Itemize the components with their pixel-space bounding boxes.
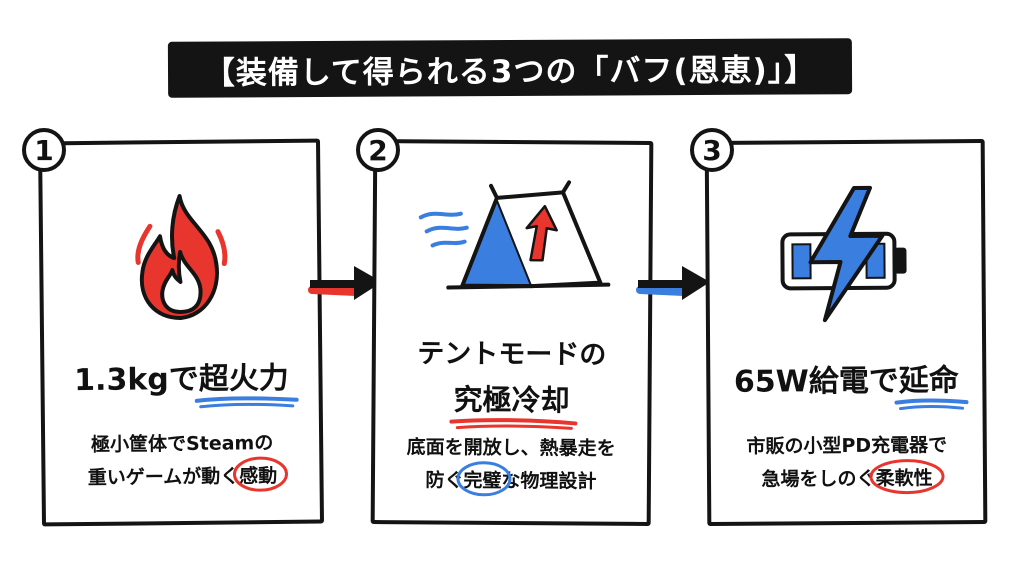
- headline: 1.3kgで超火力: [44, 353, 318, 409]
- arrow-right-icon: [306, 258, 386, 312]
- description-line: 急場をしのぐ: [761, 467, 876, 491]
- card-fire-power: 1.3kgで超火力 極小筐体でSteamの 重いゲームが動く感動: [37, 138, 325, 527]
- description-line: な物理設計: [501, 469, 597, 493]
- circle-mark: [869, 459, 945, 495]
- underline-mark: [449, 418, 578, 430]
- headline-emphasis: 延命: [898, 363, 959, 399]
- battery-bolt-icon: [709, 183, 982, 325]
- headline-text: 65W給電で: [733, 363, 899, 400]
- number-badge-1: 1: [22, 128, 66, 172]
- flame-icon: [43, 191, 318, 324]
- tent-icon: [376, 179, 649, 301]
- headline-emphasis: 究極冷却: [453, 382, 570, 418]
- number-badge-3: 3: [690, 128, 734, 172]
- headline: 65W給電で延命: [710, 355, 982, 411]
- arrow-right-icon: [634, 258, 714, 312]
- card-cooling: テントモードの 究極冷却 底面を開放し、熱暴走を 防ぐ完璧な物理設計: [370, 139, 654, 526]
- description: 底面を開放し、熱暴走を 防ぐ完璧な物理設計: [375, 431, 647, 499]
- title-banner: 【装備して得られる3つの「バフ(恩恵)」】: [167, 38, 853, 98]
- description: 極小筐体でSteamの 重いゲームが動く感動: [45, 427, 320, 496]
- underline-mark: [194, 396, 299, 409]
- underline-mark: [894, 398, 969, 411]
- headline-text: 1.3kgで: [74, 361, 199, 399]
- number-badge-2: 2: [356, 128, 400, 172]
- page-title: 【装備して得られる3つの「バフ(恩恵)」】: [203, 51, 817, 92]
- description: 市販の小型PD充電器で 急場をしのぐ柔軟性: [711, 429, 983, 497]
- description-line: 重いゲームが動く: [87, 465, 240, 489]
- circle-mark: [232, 456, 288, 492]
- headline-emphasis: 超火力: [198, 360, 289, 397]
- headline: テントモードの 究極冷却: [375, 331, 648, 430]
- card-power-supply: 65W給電で延命 市販の小型PD充電器で 急場をしのぐ柔軟性: [704, 139, 988, 526]
- circle-mark: [456, 461, 512, 497]
- headline-text: テントモードの: [417, 338, 607, 371]
